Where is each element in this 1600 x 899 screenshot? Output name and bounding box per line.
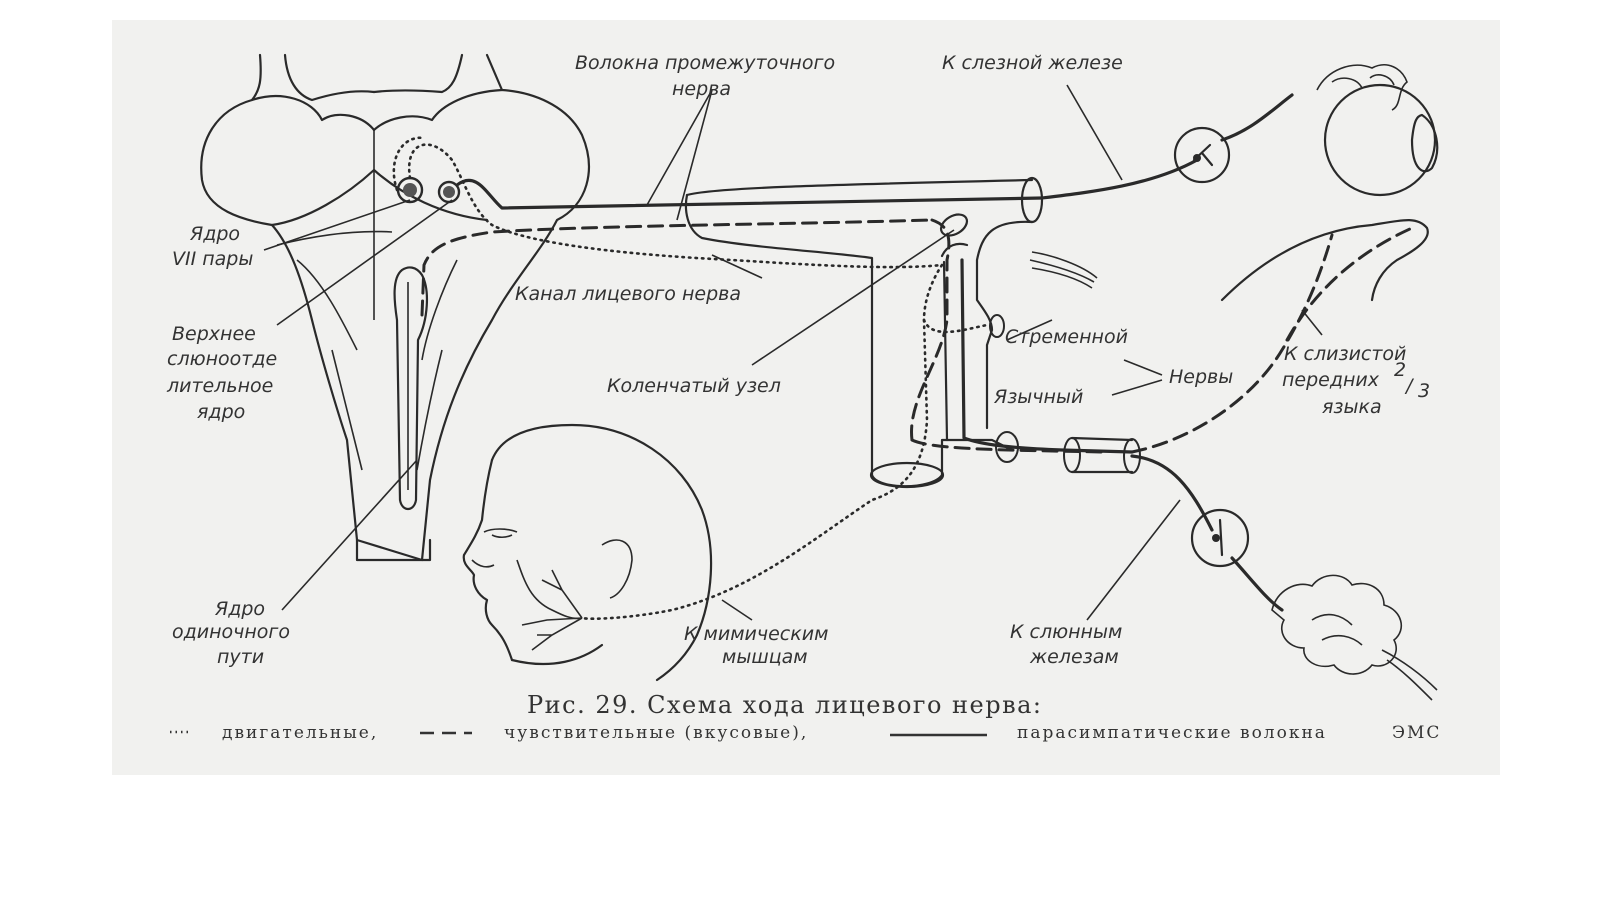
caption-source: ЭМС	[1392, 723, 1441, 743]
label-stapedial: Стременной	[1005, 326, 1128, 348]
label-solitary-2: одиночного	[172, 621, 290, 643]
label-facial-canal: Канал лицевого нерва	[515, 283, 741, 305]
label-mimic-1: К мимическим	[684, 623, 828, 645]
label-mucosa-frac-slash: /	[1404, 375, 1415, 397]
tongue-branch	[1029, 219, 1429, 454]
label-fibers-intermediate-1: Волокна промежуточного	[575, 52, 835, 74]
label-nerves: Нервы	[1169, 366, 1233, 388]
diagram-drawing: Волокна промежуточного нерва К слезной ж…	[166, 52, 1441, 743]
legend-sensory: чувствительные (вкусовые),	[504, 723, 808, 743]
labels: Волокна промежуточного нерва К слезной ж…	[166, 52, 1430, 668]
lacrimal-branch	[1040, 64, 1439, 200]
label-mimic-2: мышцам	[722, 646, 808, 668]
label-mucosa-1: К слизистой	[1284, 343, 1406, 365]
label-mucosa-frac-den: 3	[1418, 380, 1430, 402]
facial-canal	[580, 176, 1141, 621]
label-mucosa-frac-num: 2	[1394, 359, 1406, 381]
label-nucleus-vii-2: VII пары	[172, 248, 253, 270]
label-salivatory-1: Верхнее	[172, 323, 256, 345]
label-fibers-intermediate-2: нерва	[672, 78, 731, 100]
label-nucleus-vii-1: Ядро	[189, 223, 240, 245]
leader-lines	[263, 84, 1323, 621]
label-salivatory-2: слюноотде	[167, 348, 277, 370]
label-salivary-2: железам	[1029, 646, 1119, 668]
label-geniculate: Коленчатый узел	[607, 375, 781, 397]
label-salivatory-3: лительное	[166, 375, 273, 397]
brainstem	[200, 53, 590, 562]
legend-motor: двигательные,	[222, 723, 378, 743]
label-lacrimal: К слезной железе	[942, 52, 1123, 74]
head-profile	[462, 423, 713, 682]
caption-title: Рис. 29. Схема хода лицевого нерва:	[527, 691, 1043, 719]
facial-nerve-diagram: Волокна промежуточного нерва К слезной ж…	[112, 20, 1500, 775]
label-mucosa-3: языка	[1322, 396, 1382, 418]
label-salivary-1: К слюнным	[1010, 621, 1122, 643]
legend-para: парасимпатические волокна	[1017, 723, 1327, 743]
label-lingual: Язычный	[993, 386, 1083, 408]
label-salivatory-4: ядро	[197, 401, 245, 423]
salivary-branch	[1130, 454, 1438, 701]
caption: Рис. 29. Схема хода лицевого нерва: двиг…	[170, 691, 1441, 743]
label-mucosa-2: передних	[1282, 369, 1380, 391]
label-solitary-1: Ядро	[214, 598, 265, 620]
nerve-fibers	[392, 136, 1044, 317]
label-solitary-3: пути	[217, 646, 264, 668]
